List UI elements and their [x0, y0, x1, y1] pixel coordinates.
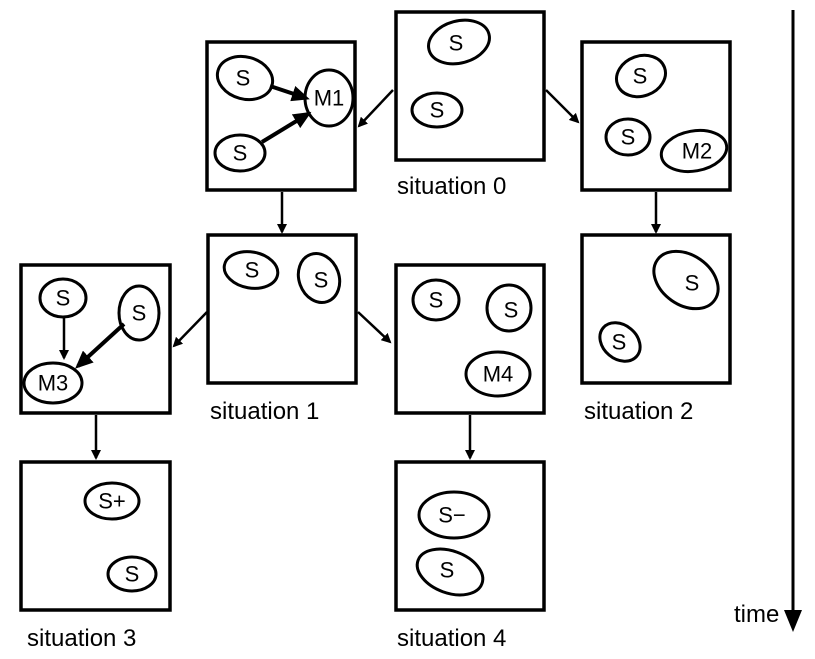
arrow-s1-to-m3: [172, 311, 208, 348]
m2-node: [659, 128, 729, 174]
m1-box: S S M1: [205, 40, 357, 192]
m3-box: S S M3: [19, 263, 172, 415]
arrow-s0-to-m2: [545, 89, 580, 124]
s-plus-node: [83, 481, 141, 521]
situation-0-box: S S situation 0: [394, 10, 546, 200]
situation-4-label: situation 4: [397, 625, 506, 652]
s-node: [38, 277, 88, 319]
s-node-label: S: [504, 298, 519, 323]
s-node-label: S: [449, 31, 464, 56]
time-label: time: [734, 601, 779, 628]
s-node: [117, 284, 161, 342]
arrow: [75, 322, 126, 369]
s-node-label: S: [633, 64, 648, 89]
s-node-label: S: [132, 301, 147, 326]
m3-node: [22, 361, 84, 405]
m2-box: S S M2: [580, 40, 732, 192]
s-node: [222, 250, 280, 290]
m1-node-label: M1: [314, 86, 345, 111]
situation-3-label: situation 3: [27, 625, 136, 652]
situation-1-label: situation 1: [210, 398, 319, 425]
m4-box: S S M4: [394, 263, 546, 415]
s-node-label: S: [314, 268, 329, 293]
s-node-label: S: [236, 66, 251, 91]
s-node: [427, 18, 491, 66]
s-minus-node-label: S−: [438, 503, 466, 528]
s-plus-node-label: S+: [98, 489, 126, 514]
m2-node-label: M2: [682, 139, 713, 164]
s-node-label: S: [245, 258, 260, 283]
s-node-label: S: [125, 562, 140, 587]
arrow-s0-to-m1: [357, 89, 394, 128]
situation-0-label: situation 0: [397, 173, 506, 200]
s-node-label: S: [56, 286, 71, 311]
s-node: [604, 117, 652, 157]
s-node-label: S: [430, 98, 445, 123]
s-minus-node: [417, 490, 491, 540]
situation-4-box: S− S situation 4: [394, 460, 546, 652]
s-node: [652, 249, 720, 311]
situation-3-box: S+ S situation 3: [19, 460, 172, 652]
s-node: [411, 278, 461, 322]
situation-2-box: S S situation 2: [580, 233, 732, 425]
arrow: [260, 111, 312, 144]
m4-node-label: M4: [483, 362, 514, 387]
s-node-label: S: [685, 271, 700, 296]
arrow: [269, 84, 310, 102]
m4-node: [464, 350, 532, 398]
s-node-label: S: [440, 558, 455, 583]
time-arrowhead-icon: [784, 610, 802, 632]
s-node-label: S: [612, 330, 627, 355]
m3-node-label: M3: [38, 371, 69, 396]
s-node-label: S: [429, 288, 444, 313]
s-node: [415, 547, 485, 597]
s-node: [296, 252, 342, 304]
s-node: [485, 283, 533, 333]
s-node: [213, 133, 267, 173]
arrow-s1-to-m4: [357, 311, 392, 344]
s-node: [598, 321, 642, 363]
s-node: [410, 91, 464, 129]
s-node-label: S: [233, 141, 248, 166]
s-node-label: S: [621, 125, 636, 150]
situation-1-box: S S situation 1: [206, 233, 358, 425]
s-node: [615, 53, 667, 99]
situation-2-label: situation 2: [584, 398, 693, 425]
s-node: [106, 555, 158, 593]
